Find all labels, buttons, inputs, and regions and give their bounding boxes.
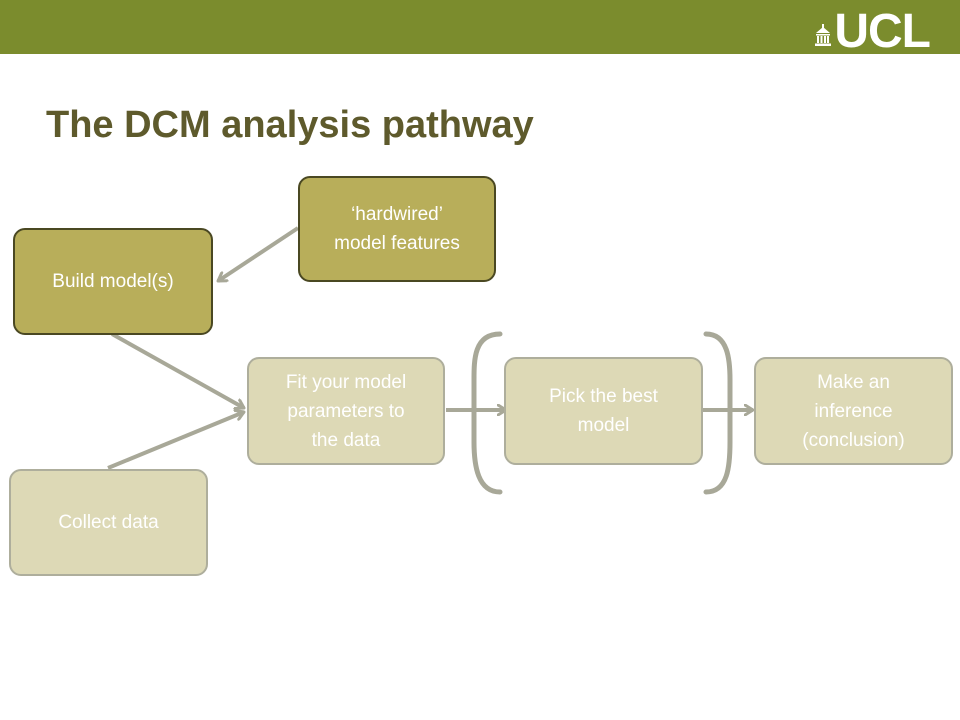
logo-text: UCL — [834, 5, 931, 58]
node-inference-line-2: inference — [814, 400, 893, 422]
right-bracket — [703, 331, 733, 495]
node-build-line-1: Build model(s) — [52, 271, 174, 292]
node-pick-line-2: model — [577, 415, 630, 436]
node-pick-line-1: Pick the best — [549, 386, 658, 407]
portico-icon — [815, 24, 832, 46]
arrow-collect-to-fit — [107, 412, 244, 470]
arrow-build-to-fit — [111, 332, 244, 408]
node-hardwired-line-1: ‘hardwired’ — [351, 204, 443, 225]
ucl-logo: UCL — [815, 5, 931, 58]
node-inference-line-3: (conclusion) — [802, 429, 905, 451]
node-build-model: Build model(s) — [13, 228, 213, 335]
node-hardwired-model-features: ‘hardwired’ model features — [298, 176, 496, 282]
node-collect-data: Collect data — [9, 469, 208, 576]
node-make-inference: Make an inference (conclusion) — [754, 357, 953, 465]
node-fit-line-2: parameters to — [287, 400, 405, 422]
left-bracket — [471, 331, 503, 495]
node-collect-line-1: Collect data — [58, 512, 159, 533]
node-fit-line-1: Fit your model — [285, 371, 407, 393]
node-fit-model: Fit your model parameters to the data — [247, 357, 445, 465]
arrow-hardwired-to-build — [218, 226, 300, 283]
slide-title: The DCM analysis pathway — [46, 104, 534, 146]
header-bar — [0, 0, 960, 54]
node-pick-best-model: Pick the best model — [504, 357, 703, 465]
node-fit-line-3: the data — [311, 429, 381, 451]
node-inference-line-1: Make an — [817, 371, 890, 393]
node-hardwired-line-2: model features — [334, 233, 460, 254]
